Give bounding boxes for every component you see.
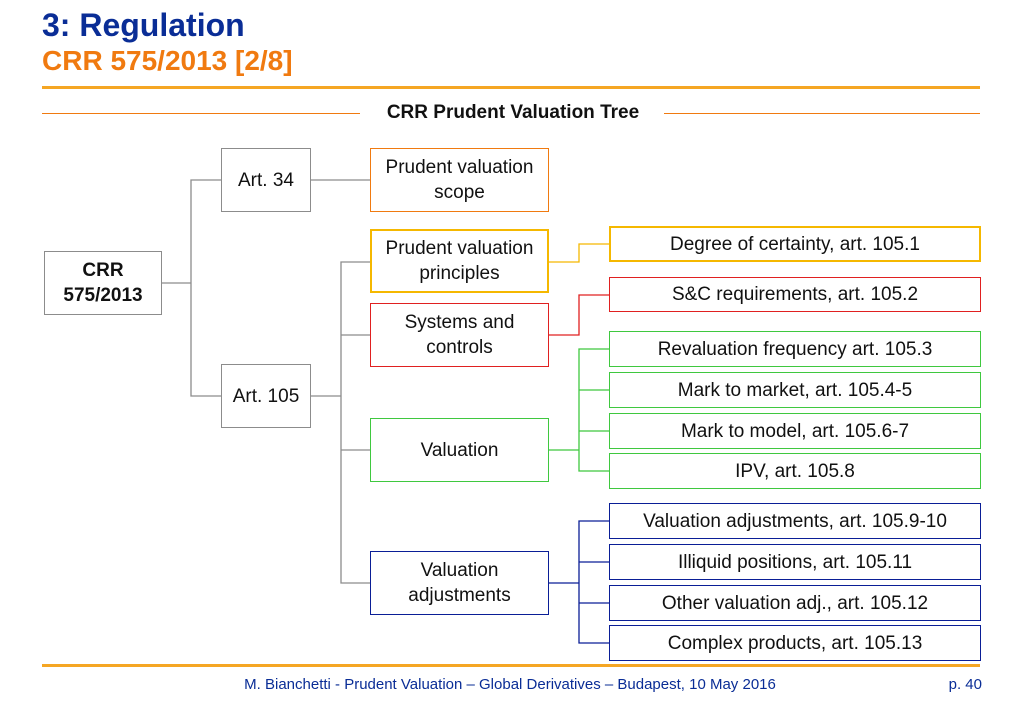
node-art-105: Art. 105 xyxy=(221,364,311,428)
connector-root-branch xyxy=(190,179,221,397)
page-subtitle: CRR 575/2013 [2/8] xyxy=(42,45,293,76)
node-mark-to-market: Mark to market, art. 105.4-5 xyxy=(609,372,981,408)
node-systems-controls: Systems and controls xyxy=(370,303,549,367)
section-line-right xyxy=(664,113,980,114)
footer-text: M. Bianchetti - Prudent Valuation – Glob… xyxy=(244,676,776,693)
node-other-valuation-adj: Other valuation adj., art. 105.12 xyxy=(609,585,981,621)
node-ipv: IPV, art. 105.8 xyxy=(609,453,981,489)
node-sc-requirements: S&C requirements, art. 105.2 xyxy=(609,277,981,312)
bottom-divider xyxy=(42,664,980,667)
node-degree-certainty: Degree of certainty, art. 105.1 xyxy=(609,226,981,262)
node-valuation-adjustments: Valuation adjustments xyxy=(370,551,549,615)
connector-principles-degree xyxy=(549,243,609,263)
node-revaluation-frequency: Revaluation frequency art. 105.3 xyxy=(609,331,981,367)
section-line-left xyxy=(42,113,360,114)
node-valuation-adj-105-9: Valuation adjustments, art. 105.9-10 xyxy=(609,503,981,539)
page-number: p. 40 xyxy=(948,676,982,693)
node-crr-root: CRR 575/2013 xyxy=(44,251,162,315)
section-title: CRR Prudent Valuation Tree xyxy=(386,102,640,123)
top-divider xyxy=(42,86,980,89)
connector-systems-sc xyxy=(549,294,609,336)
connector-art105-branch xyxy=(340,261,370,584)
node-illiquid-positions: Illiquid positions, art. 105.11 xyxy=(609,544,981,580)
node-art-34: Art. 34 xyxy=(221,148,311,212)
node-complex-products: Complex products, art. 105.13 xyxy=(609,625,981,661)
node-mark-to-model: Mark to model, art. 105.6-7 xyxy=(609,413,981,449)
node-pv-principles: Prudent valuation principles xyxy=(370,229,549,293)
node-valuation: Valuation xyxy=(370,418,549,482)
page-title: 3: Regulation xyxy=(42,7,245,43)
connector-adjustments-branch xyxy=(578,520,609,644)
node-pv-scope: Prudent valuation scope xyxy=(370,148,549,212)
connector-valuation-branch xyxy=(578,348,609,472)
